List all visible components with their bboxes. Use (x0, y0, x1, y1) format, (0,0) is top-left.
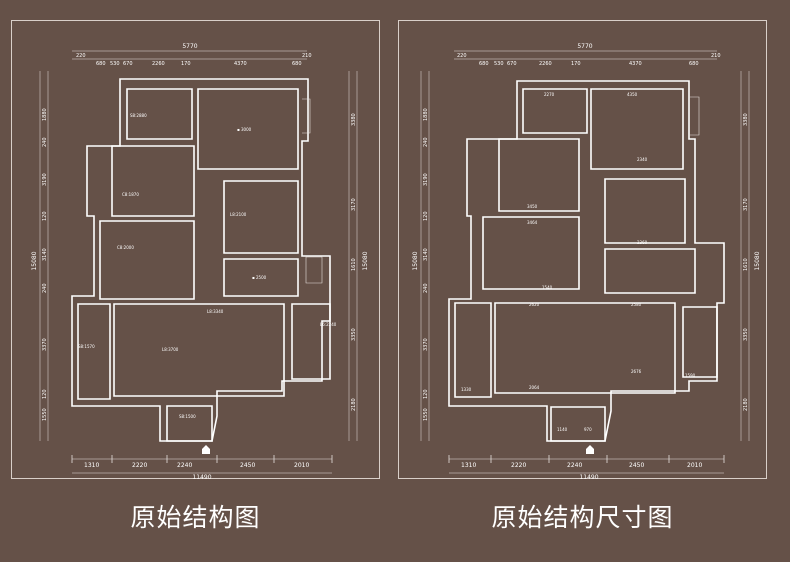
bottom-dim-3-r: 2450 (629, 462, 644, 469)
structure-dimension-panel: 5770 220 210 680 530 670 2260 170 4370 6… (398, 20, 767, 480)
bottom-dim-2-r: 2240 (567, 462, 582, 469)
right-dim-4-r: 2180 (743, 398, 749, 411)
left-dim-2: 3190 (42, 173, 48, 186)
top-dim-0-r: 680 (479, 61, 489, 67)
entrance-marker-icon (202, 445, 210, 454)
inner-dim-3: 3450 (527, 204, 538, 209)
bottom-dim-0-r: 1310 (461, 462, 476, 469)
left-dim-1-r: 240 (423, 137, 429, 147)
inner-dim-11: 2676 (631, 369, 642, 374)
bottom-dim-4-r: 2010 (687, 462, 702, 469)
top-outer-left-dim-r: 220 (457, 53, 467, 59)
left-total-dim: 15080 (31, 251, 38, 270)
room-label-b: ▪ 3000 (237, 127, 252, 132)
top-dim-2: 670 (123, 61, 133, 67)
room-label-f: ▪ 2500 (252, 275, 267, 280)
top-dim-1-r: 530 (494, 61, 504, 67)
right-dim-0: 3380 (351, 113, 357, 126)
entrance-marker-icon (586, 445, 594, 454)
top-dim-5-r: 4370 (629, 61, 642, 67)
left-total-dim-r: 15080 (412, 251, 419, 270)
top-dim-0: 680 (96, 61, 106, 67)
room-label-c: C8:1870 (122, 192, 139, 197)
right-dim-4: 2180 (351, 398, 357, 411)
bottom-dim-3: 2450 (240, 462, 255, 469)
right-dim-1: 3170 (351, 198, 357, 211)
inner-dim-5: 2620 (529, 302, 540, 307)
bottom-dim-1: 2220 (132, 462, 147, 469)
inner-dim-2: 2340 (637, 157, 648, 162)
room-label-kitchen: L6:2240 (320, 322, 337, 327)
inner-dim-6: 2580 (631, 302, 642, 307)
bottom-total-dim: 11490 (192, 474, 211, 480)
left-dim-1: 240 (42, 137, 48, 147)
right-dim-2-r: 1610 (743, 258, 749, 271)
left-dim-8-r: 1550 (423, 408, 429, 421)
room-label-g: S8:1570 (78, 344, 95, 349)
top-outer-right-dim: 210 (302, 53, 312, 59)
inner-dim-4: 3464 (527, 220, 538, 225)
right-total-dim: 15080 (362, 251, 369, 270)
inner-dim-9: 1330 (461, 387, 472, 392)
original-structure-plan: 5770 220 210 680 530 670 2260 170 4370 6… (31, 43, 369, 480)
room-label-a: S8:2880 (130, 113, 147, 118)
left-dim-0: 1880 (42, 108, 48, 121)
left-dim-5-r: 240 (423, 283, 429, 293)
left-dim-0-r: 1880 (423, 108, 429, 121)
top-dim-6: 680 (292, 61, 302, 67)
left-dim-2-r: 3190 (423, 173, 429, 186)
caption-original-structure: 原始结构图 (130, 503, 261, 532)
top-dim-3: 2260 (152, 61, 165, 67)
top-outer-left-dim: 220 (76, 53, 86, 59)
bottom-dim-2: 2240 (177, 462, 192, 469)
right-total-dim-r: 15080 (754, 251, 761, 270)
top-dim-4-r: 170 (571, 61, 581, 67)
room-label-main-hall: L8:3340 (207, 309, 224, 314)
right-dim-0-r: 3380 (743, 113, 749, 126)
left-dim-5: 240 (42, 283, 48, 293)
top-dim-6-r: 680 (689, 61, 699, 67)
top-total-dim-r: 5770 (577, 43, 592, 50)
left-dim-3: 120 (42, 211, 48, 221)
bottom-dim-0: 1310 (84, 462, 99, 469)
caption-structure-dimensions: 原始结构尺寸图 (491, 503, 674, 532)
room-label-e: C8:2000 (117, 245, 134, 250)
left-dim-8: 1550 (42, 408, 48, 421)
top-dim-3-r: 2260 (539, 61, 552, 67)
left-dim-6: 3370 (42, 338, 48, 351)
right-dim-3-r: 3350 (743, 328, 749, 341)
left-dim-6-r: 3370 (423, 338, 429, 351)
inner-dim-14: 970 (584, 427, 592, 432)
structure-dimension-plan: 5770 220 210 680 530 670 2260 170 4370 6… (412, 43, 761, 480)
bottom-dim-4: 2010 (294, 462, 309, 469)
left-dim-3-r: 120 (423, 211, 429, 221)
top-dim-1: 530 (110, 61, 120, 67)
inner-dim-1: 4350 (627, 92, 638, 97)
inner-dim-8: 1540 (542, 285, 553, 290)
top-dim-5: 4370 (234, 61, 247, 67)
bottom-total-dim-r: 11490 (579, 474, 598, 480)
bottom-dim-1-r: 2220 (511, 462, 526, 469)
top-dim-2-r: 670 (507, 61, 517, 67)
right-dim-1-r: 3170 (743, 198, 749, 211)
room-label-h: S8:1500 (179, 414, 196, 419)
right-dim-2: 1610 (351, 258, 357, 271)
top-total-dim: 5770 (182, 43, 197, 50)
room-label-bed1: L8:3700 (162, 347, 179, 352)
inner-dim-13: 1140 (557, 427, 568, 432)
original-structure-panel: 5770 220 210 680 530 670 2260 170 4370 6… (11, 20, 380, 480)
inner-dim-10: 2064 (529, 385, 540, 390)
inner-dim-7: 2360 (637, 240, 648, 245)
room-label-d: L8:2100 (230, 212, 247, 217)
left-dim-4-r: 3140 (423, 248, 429, 261)
left-dim-4: 3140 (42, 248, 48, 261)
inner-dim-0: 2270 (544, 92, 555, 97)
right-dim-3: 3350 (351, 328, 357, 341)
left-dim-7-r: 120 (423, 389, 429, 399)
top-dim-4: 170 (181, 61, 191, 67)
inner-dim-12: 1590 (685, 373, 696, 378)
top-outer-right-dim-r: 210 (711, 53, 721, 59)
left-dim-7: 120 (42, 389, 48, 399)
